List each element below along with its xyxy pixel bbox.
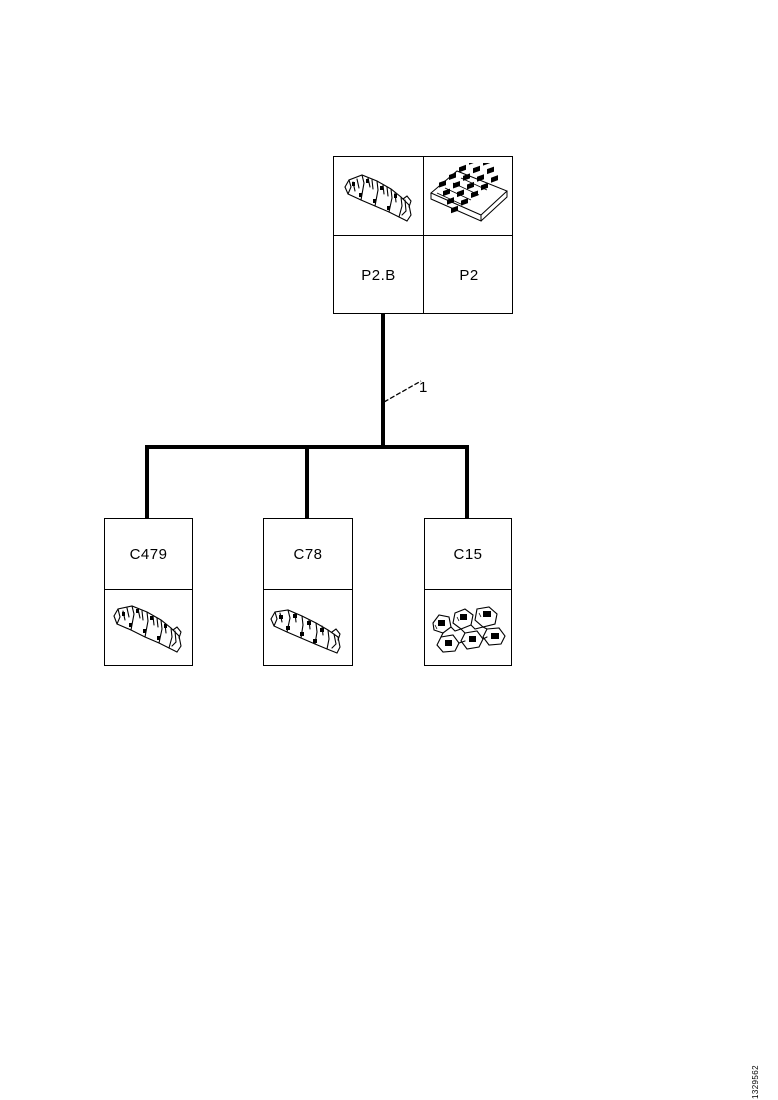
fuse-relay-panel-icon (430, 163, 508, 222)
child-label-c15: C15 (425, 519, 511, 589)
child-label-c78: C78 (264, 519, 352, 589)
parent-cell-label-p2: P2 (424, 236, 514, 315)
label-text: C15 (453, 545, 483, 563)
inline-connector-block-icon (270, 608, 341, 654)
callout-leader-line (383, 380, 422, 403)
child-node-c15[interactable]: C15 (424, 518, 512, 666)
label-text: P2.B (361, 267, 396, 284)
drop-wire-c479 (145, 445, 149, 519)
label-text: C479 (129, 545, 168, 563)
child-node-c479[interactable]: C479 (104, 518, 193, 666)
part-illustration-p2 (424, 157, 514, 235)
document-id: 1329562 (751, 1065, 760, 1099)
drop-wire-c78 (305, 445, 309, 519)
label-text: C78 (293, 545, 323, 563)
harness-connector-strip-icon (343, 174, 412, 222)
trunk-wire (381, 313, 385, 448)
label-text: P2 (459, 267, 479, 284)
parent-cell-label-p2b: P2.B (334, 236, 423, 315)
child-illustration-c78 (264, 590, 352, 667)
child-divider-c78 (264, 589, 352, 590)
callout-label-1: 1 (419, 379, 427, 396)
child-node-c78[interactable]: C78 (263, 518, 353, 666)
document-id-text: 1329562 (751, 1065, 760, 1099)
child-illustration-c15 (425, 590, 511, 667)
callout-text: 1 (419, 379, 428, 396)
parent-group-vertical-divider (423, 157, 424, 313)
part-illustration-p2b (334, 157, 423, 235)
parent-group-box[interactable]: P2.B P2 (333, 156, 513, 314)
child-illustration-c479 (105, 590, 192, 667)
multi-connector-cluster-icon (432, 605, 506, 653)
child-label-c479: C479 (105, 519, 192, 589)
harness-connector-strip-icon (112, 604, 182, 653)
drop-wire-c15 (465, 445, 469, 519)
child-divider-c15 (425, 589, 511, 590)
child-divider-c479 (105, 589, 192, 590)
